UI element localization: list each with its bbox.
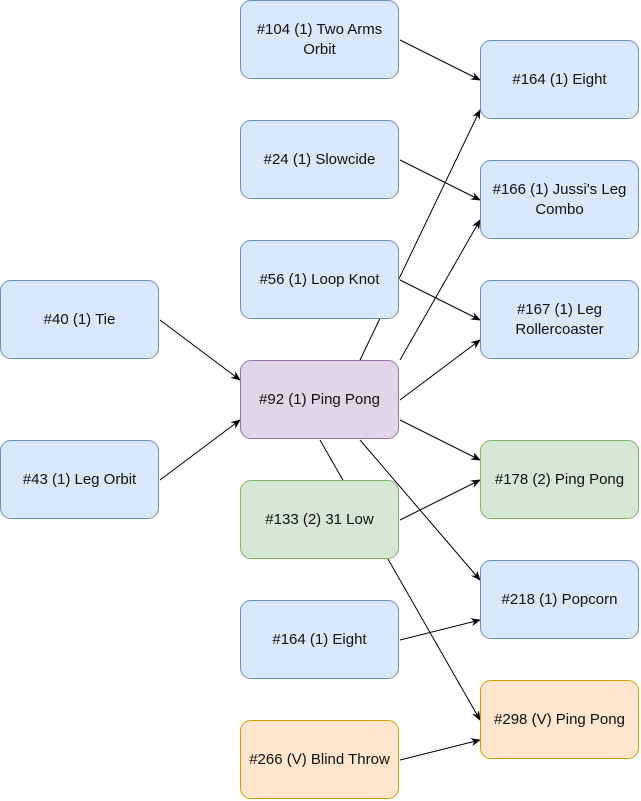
node-24-slowcide[interactable]: #24 (1) Slowcide [240,120,399,199]
node-298-ping-pong[interactable]: #298 (V) Ping Pong [480,680,639,759]
node-label: #56 (1) Loop Knot [259,270,380,288]
edge-n40-to-n92 [159,319,241,381]
node-133-31-low[interactable]: #133 (2) 31 Low [240,480,399,559]
node-167-leg-rollercoaster[interactable]: #167 (1) Leg Rollercoaster [480,280,639,359]
node-label: #166 (1) Jussi's Leg Combo [492,180,627,218]
node-label: #40 (1) Tie [43,310,116,328]
node-43-leg-orbit[interactable]: #43 (1) Leg Orbit [0,440,159,519]
node-label: #218 (1) Popcorn [501,590,618,608]
edge-n104-to-n164b [399,39,481,81]
node-104-two-arms-orbit[interactable]: #104 (1) Two Arms Orbit [240,0,399,79]
node-178-ping-pong[interactable]: #178 (2) Ping Pong [480,440,639,519]
node-label: #92 (1) Ping Pong [259,390,380,408]
edge-n133-to-n178 [399,479,481,521]
node-166-jussis-leg-combo[interactable]: #166 (1) Jussi's Leg Combo [480,160,639,239]
node-label: #164 (1) Eight [272,630,367,648]
node-label: #43 (1) Leg Orbit [22,470,137,488]
node-label: #104 (1) Two Arms Orbit [256,20,383,58]
node-label: #133 (2) 31 Low [265,510,374,528]
edge-n92-to-n167 [399,339,481,401]
node-40-tie[interactable]: #40 (1) Tie [0,280,159,359]
node-218-popcorn[interactable]: #218 (1) Popcorn [480,560,639,639]
edge-n164a-to-n218 [399,618,481,641]
edge-n24-to-n166 [399,159,481,201]
node-label: #266 (V) Blind Throw [249,750,390,768]
node-label: #24 (1) Slowcide [263,150,376,168]
edge-n92-to-n178 [399,419,481,461]
node-56-loop-knot[interactable]: #56 (1) Loop Knot [240,240,399,319]
edge-n43-to-n92 [159,419,241,481]
node-266-blind-throw[interactable]: #266 (V) Blind Throw [240,720,399,799]
edge-n92-to-n166 [399,219,481,361]
node-label: #298 (V) Ping Pong [494,710,625,728]
node-164-eight-left[interactable]: #164 (1) Eight [240,600,399,679]
node-92-ping-pong[interactable]: #92 (1) Ping Pong [240,360,399,439]
edge-n266-to-n298 [399,738,481,761]
edge-n56-to-n167 [399,279,481,321]
node-164-eight-right[interactable]: #164 (1) Eight [480,40,639,119]
node-label: #178 (2) Ping Pong [494,470,625,488]
node-label: #164 (1) Eight [512,70,607,88]
node-label: #167 (1) Leg Rollercoaster [515,300,604,338]
